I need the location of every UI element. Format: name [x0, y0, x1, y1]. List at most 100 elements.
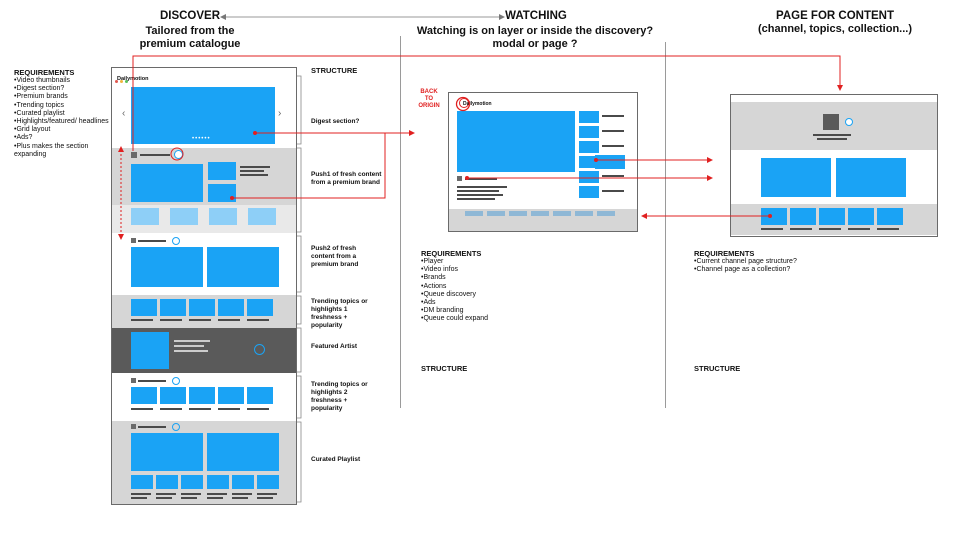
thumbnail[interactable] [207, 475, 229, 489]
chevron-right-icon[interactable]: › [278, 108, 282, 119]
thumbnail[interactable] [877, 208, 903, 225]
carousel-dots: •••••• [192, 136, 211, 142]
channel-video-1[interactable] [761, 158, 831, 197]
thumbnail[interactable] [156, 475, 178, 489]
trending2-section [112, 373, 296, 421]
thumbnail[interactable] [160, 387, 186, 404]
queue-item[interactable] [579, 156, 599, 168]
structure-brackets [297, 75, 302, 503]
brand-logo [131, 152, 137, 158]
thumbnail[interactable] [209, 208, 237, 225]
label-push2: Push2 of fresh content from a premium br… [311, 245, 359, 268]
content-requirements-title: REQUIREMENTS [694, 249, 755, 258]
queue-item[interactable] [579, 171, 599, 183]
artist-image[interactable] [131, 332, 169, 369]
digest-section: ‹ › •••••• [112, 84, 296, 146]
playlist-video-2[interactable] [207, 433, 279, 471]
plus-icon[interactable] [254, 344, 265, 355]
label-trending2: Trending topics or highlights 2 freshnes… [311, 381, 368, 412]
thumbnail[interactable] [160, 299, 186, 316]
list-item: Ads? [14, 134, 110, 142]
thumbnail[interactable] [189, 299, 215, 316]
push1-section [112, 148, 296, 205]
watching-requirements: REQUIREMENTS Player Video infos Brands A… [421, 249, 571, 324]
push2-video-2[interactable] [207, 247, 279, 287]
watching-wireframe: Dailymotion [448, 92, 638, 232]
push1-video-2[interactable] [208, 162, 236, 180]
channel-avatar [823, 114, 839, 130]
list-item: Video infos [421, 266, 571, 274]
thumbnail[interactable] [181, 475, 203, 489]
chevron-left-icon[interactable]: ‹ [122, 108, 126, 119]
list-item: Trending topics [14, 102, 110, 110]
curated-playlist-section [112, 421, 296, 504]
push2-video-1[interactable] [131, 247, 203, 287]
list-item: Highlights/featured/ headlines [14, 118, 110, 126]
push2-section [112, 235, 296, 295]
discover-header: DISCOVER [159, 10, 221, 22]
plus-icon[interactable] [172, 237, 180, 245]
list-item: Premium brands [14, 93, 110, 101]
queue-item[interactable] [579, 126, 599, 138]
thumbnail[interactable] [131, 387, 157, 404]
trending1-section [112, 295, 296, 328]
watching-structure-title: STRUCTURE [421, 364, 468, 373]
content-subheader: (channel, topics, collection...) [757, 23, 913, 35]
thumbnail[interactable] [848, 208, 874, 225]
thumbnail[interactable] [819, 208, 845, 225]
push1-thumbs [112, 205, 296, 233]
plus-icon[interactable] [845, 118, 853, 126]
label-featured: Featured Artist [311, 343, 357, 350]
thumbnail[interactable] [189, 387, 215, 404]
queue-item[interactable] [579, 141, 599, 153]
digest-hero[interactable] [131, 87, 275, 144]
label-curated: Curated Playlist [311, 456, 361, 463]
thumbnail[interactable] [248, 208, 276, 225]
queue-item[interactable] [579, 186, 599, 198]
push1-video-3[interactable] [208, 184, 236, 202]
thumbnail[interactable] [247, 299, 273, 316]
thumbnail[interactable] [790, 208, 816, 225]
thumbnail[interactable] [131, 475, 153, 489]
discover-subheader: Tailored from the premium catalogue [139, 25, 241, 50]
thumbnail[interactable] [761, 208, 787, 225]
structure-title: STRUCTURE [311, 66, 358, 75]
queue-item[interactable] [579, 111, 599, 123]
thumbnail[interactable] [131, 208, 159, 225]
plus-icon[interactable] [172, 423, 180, 431]
list-item: Channel page as a collection? [694, 266, 854, 274]
list-item: Actions [421, 283, 571, 291]
playlist-video-1[interactable] [131, 433, 203, 471]
watching-requirements-title: REQUIREMENTS [421, 249, 482, 258]
label-push1: Push1 of fresh content from a premium br… [311, 171, 382, 186]
close-icon[interactable] [459, 98, 469, 108]
content-requirements: REQUIREMENTS Current channel page struct… [694, 249, 854, 274]
content-header: PAGE FOR CONTENT [776, 10, 894, 22]
thumbnail[interactable] [218, 299, 244, 316]
watching-header: WATCHING [505, 10, 567, 22]
discover-wireframe: Dailymotion ‹ › •••••• [111, 67, 297, 505]
discover-watching-arrow [220, 14, 505, 20]
featured-artist-section [112, 328, 296, 373]
thumbnail[interactable] [218, 387, 244, 404]
label-digest: Digest section? [311, 118, 360, 125]
divider-1 [400, 36, 401, 408]
list-item: Plus makes the section expanding [14, 143, 110, 159]
channel-video-2[interactable] [836, 158, 906, 197]
left-requirements-title: REQUIREMENTS [14, 68, 75, 77]
watching-subheader: Watching is on layer or inside the disco… [416, 25, 654, 50]
thumbnail[interactable] [131, 299, 157, 316]
thumbnail[interactable] [170, 208, 198, 225]
thumbnail[interactable] [232, 475, 254, 489]
push1-main-video[interactable] [131, 164, 203, 202]
list-item: Player [421, 258, 571, 266]
list-item: Grid layout [14, 126, 110, 134]
thumbnail[interactable] [247, 387, 273, 404]
content-wireframe [730, 94, 938, 237]
thumbnail[interactable] [257, 475, 279, 489]
video-player[interactable] [457, 111, 575, 172]
ad-slot[interactable] [595, 155, 625, 169]
plus-icon[interactable] [172, 377, 180, 385]
divider-2 [665, 42, 666, 408]
related-strip [465, 211, 615, 216]
